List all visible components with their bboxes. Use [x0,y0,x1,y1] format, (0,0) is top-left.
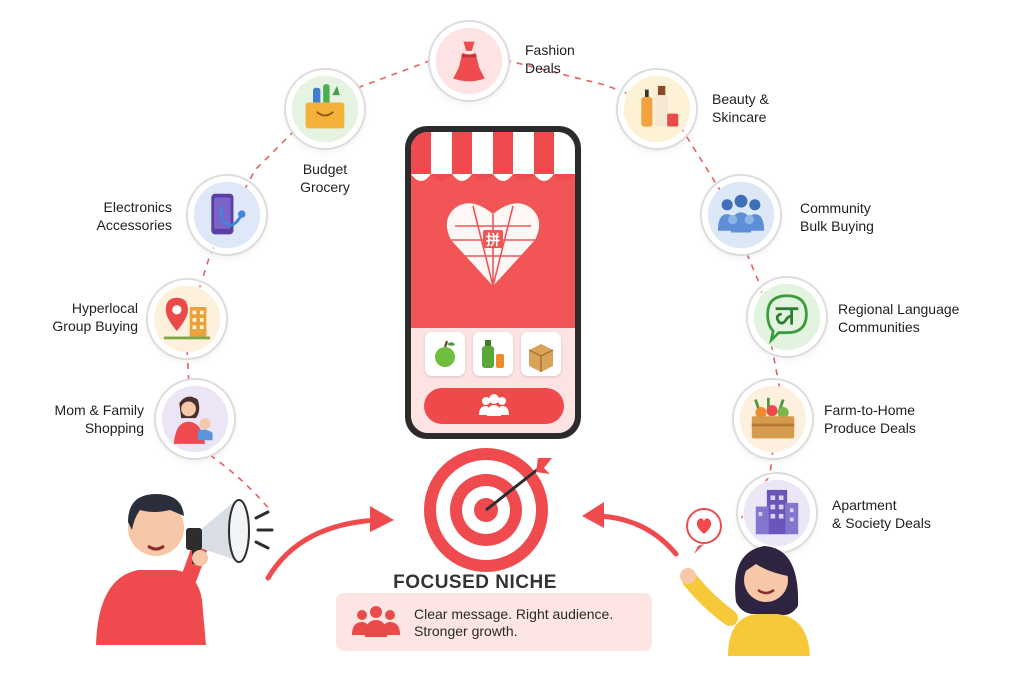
label-fashion: Fashion Deals [525,42,575,76]
awning-icon [411,132,575,181]
produce-crate-icon [739,385,807,453]
label-apartment: Apartment & Society Deals [832,497,931,531]
label-hyperlocal: Hyperlocal Group Buying [52,300,138,334]
tile-bottle[interactable] [473,332,513,376]
node-regional [748,278,826,356]
man-megaphone-icon [96,494,274,645]
label-regional: Regional Language Communities [838,301,960,335]
message-box: Clear message. Right audience. Stronger … [336,593,652,651]
bottle-icon [482,340,504,368]
dress-icon [435,27,503,95]
group-people-icon [707,181,775,249]
ring-bottom-left [209,454,271,511]
group-button-icon [479,394,509,416]
node-grocery [286,70,364,148]
woman-pointing-icon [680,508,810,656]
node-beauty [618,70,696,148]
apartment-building-icon [743,479,811,547]
skincare-bottles-icon [623,75,691,143]
node-community [702,176,780,254]
group-buy-button[interactable] [424,388,564,424]
apple-icon [435,340,455,367]
node-electronics [188,176,266,254]
hindi-speech-bubble-icon [753,283,821,351]
page-title: FOCUSED NICHE [393,572,557,593]
box-icon [528,344,554,372]
label-community: Community Bulk Buying [800,200,874,234]
node-fashion [430,22,508,100]
location-pin-icon [153,285,221,353]
label-farm: Farm-to-Home Produce Deals [824,402,916,436]
right-arrow-icon [582,502,679,557]
tile-box[interactable] [521,332,561,376]
phone-earphones-icon [193,181,261,249]
mother-child-icon [161,385,229,453]
left-arrow-icon [265,506,394,581]
message-text: Clear message. Right audience. Stronger … [414,606,614,639]
node-mom [156,380,234,458]
node-hyperlocal [148,280,226,358]
svg-text:拼: 拼 [486,232,500,249]
phone-mockup: 拼 [405,126,581,439]
phone-screen: 拼 [411,132,575,433]
label-mom: Mom & Family Shopping [54,402,144,436]
node-apartment [738,474,816,552]
heart-logo-icon: 拼 [446,203,540,287]
node-farm [734,380,812,458]
label-electronics: Electronics Accessories [96,199,172,233]
target-icon [424,448,552,572]
audience-group-icon [352,606,400,637]
label-beauty: Beauty & Skincare [712,91,769,125]
tile-apple[interactable] [425,332,465,376]
label-grocery: Budget Grocery [300,161,350,195]
grocery-bag-icon [291,75,359,143]
